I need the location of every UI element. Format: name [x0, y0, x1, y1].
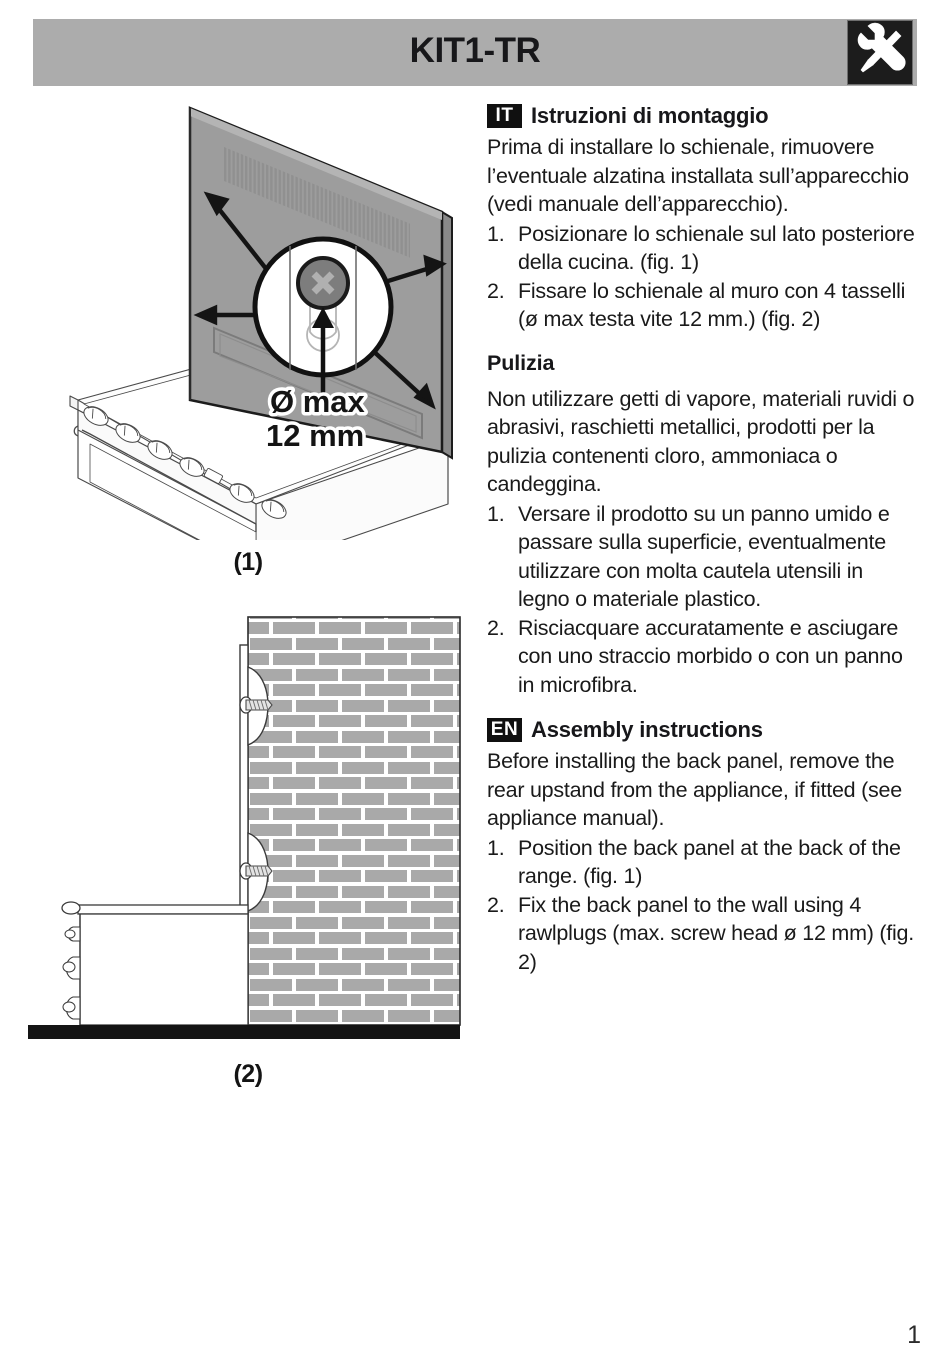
list-item: 1. Position the back panel at the back of…	[487, 834, 915, 891]
figure-2-svg	[28, 616, 461, 1039]
step-number: 1.	[487, 221, 505, 246]
figure-1-caption: (1)	[233, 548, 263, 576]
tools-wrench-screwdriver-icon	[847, 20, 913, 85]
figure-1-svg: Ø max Ø max 12 mm 12 mm	[69, 106, 453, 571]
en-intro-paragraph: Before installing the back panel, remove…	[487, 749, 902, 830]
language-badge-it: IT	[487, 104, 522, 128]
figure-2-caption: (2)	[233, 1060, 263, 1088]
pulizia-intro-paragraph: Non utilizzare getti di vapore, material…	[487, 386, 915, 497]
step-number: 2.	[487, 615, 505, 640]
callout-line2-outline: 12 mm	[266, 418, 364, 453]
it-intro-paragraph: Prima di installare lo schienale, rimuov…	[487, 135, 909, 216]
instructions-column: IT Istruzioni di montaggio Prima di inst…	[487, 103, 915, 976]
list-item: 1. Posizionare lo schienale sul lato post…	[487, 220, 915, 277]
pulizia-steps: 1. Versare il prodotto su un panno umido …	[487, 500, 915, 700]
list-item: 2. Fix the back panel to the wall using 4…	[487, 891, 915, 977]
figure-2-wall-cross-section: (2)	[18, 605, 478, 1105]
diameter-callout-label: Ø max Ø max 12 mm 12 mm	[263, 381, 370, 457]
figure-1-back-panel-on-range: Ø max Ø max 12 mm 12 mm (1)	[18, 100, 478, 590]
section-title-it: Istruzioni di montaggio	[531, 103, 769, 128]
section-heading-en: EN Assembly instructions	[487, 717, 915, 743]
page-title: KIT1-TR	[409, 31, 541, 70]
step-text: Fissare lo schienale al muro con 4 tasse…	[518, 278, 906, 332]
header-bar: KIT1-TR	[33, 19, 917, 86]
floor-line	[28, 1025, 460, 1039]
list-item: 2. Fissare lo schienale al muro con 4 tas…	[487, 277, 915, 334]
brick-wall	[248, 617, 460, 1025]
step-number: 2.	[487, 892, 505, 917]
step-text: Versare il prodotto su un panno umido e …	[518, 501, 890, 612]
step-text: Risciacquare accuratamente e asciugare c…	[518, 615, 903, 697]
language-badge-en: EN	[487, 718, 522, 742]
section-title-en: Assembly instructions	[531, 717, 763, 742]
callout-line1-outline: Ø max	[270, 384, 366, 419]
step-number: 2.	[487, 278, 505, 303]
page-number: 1	[907, 1321, 921, 1349]
callout-line2: 12 mm	[266, 418, 364, 453]
step-text: Fix the back panel to the wall using 4 r…	[518, 892, 914, 974]
list-item: 1. Versare il prodotto su un panno umido …	[487, 500, 915, 614]
step-text: Position the back panel at the back of t…	[518, 835, 901, 889]
subsection-title-pulizia: Pulizia	[487, 350, 555, 375]
en-assembly-steps: 1. Position the back panel at the back of…	[487, 834, 915, 977]
it-assembly-steps: 1. Posizionare lo schienale sul lato post…	[487, 220, 915, 334]
callout-line1: Ø max	[270, 384, 366, 419]
step-number: 1.	[487, 835, 505, 860]
list-item: 2. Risciacquare accuratamente e asciugare…	[487, 614, 915, 700]
step-number: 1.	[487, 501, 505, 526]
step-text: Posizionare lo schienale sul lato poster…	[518, 221, 915, 275]
section-heading-it: IT Istruzioni di montaggio	[487, 103, 915, 129]
